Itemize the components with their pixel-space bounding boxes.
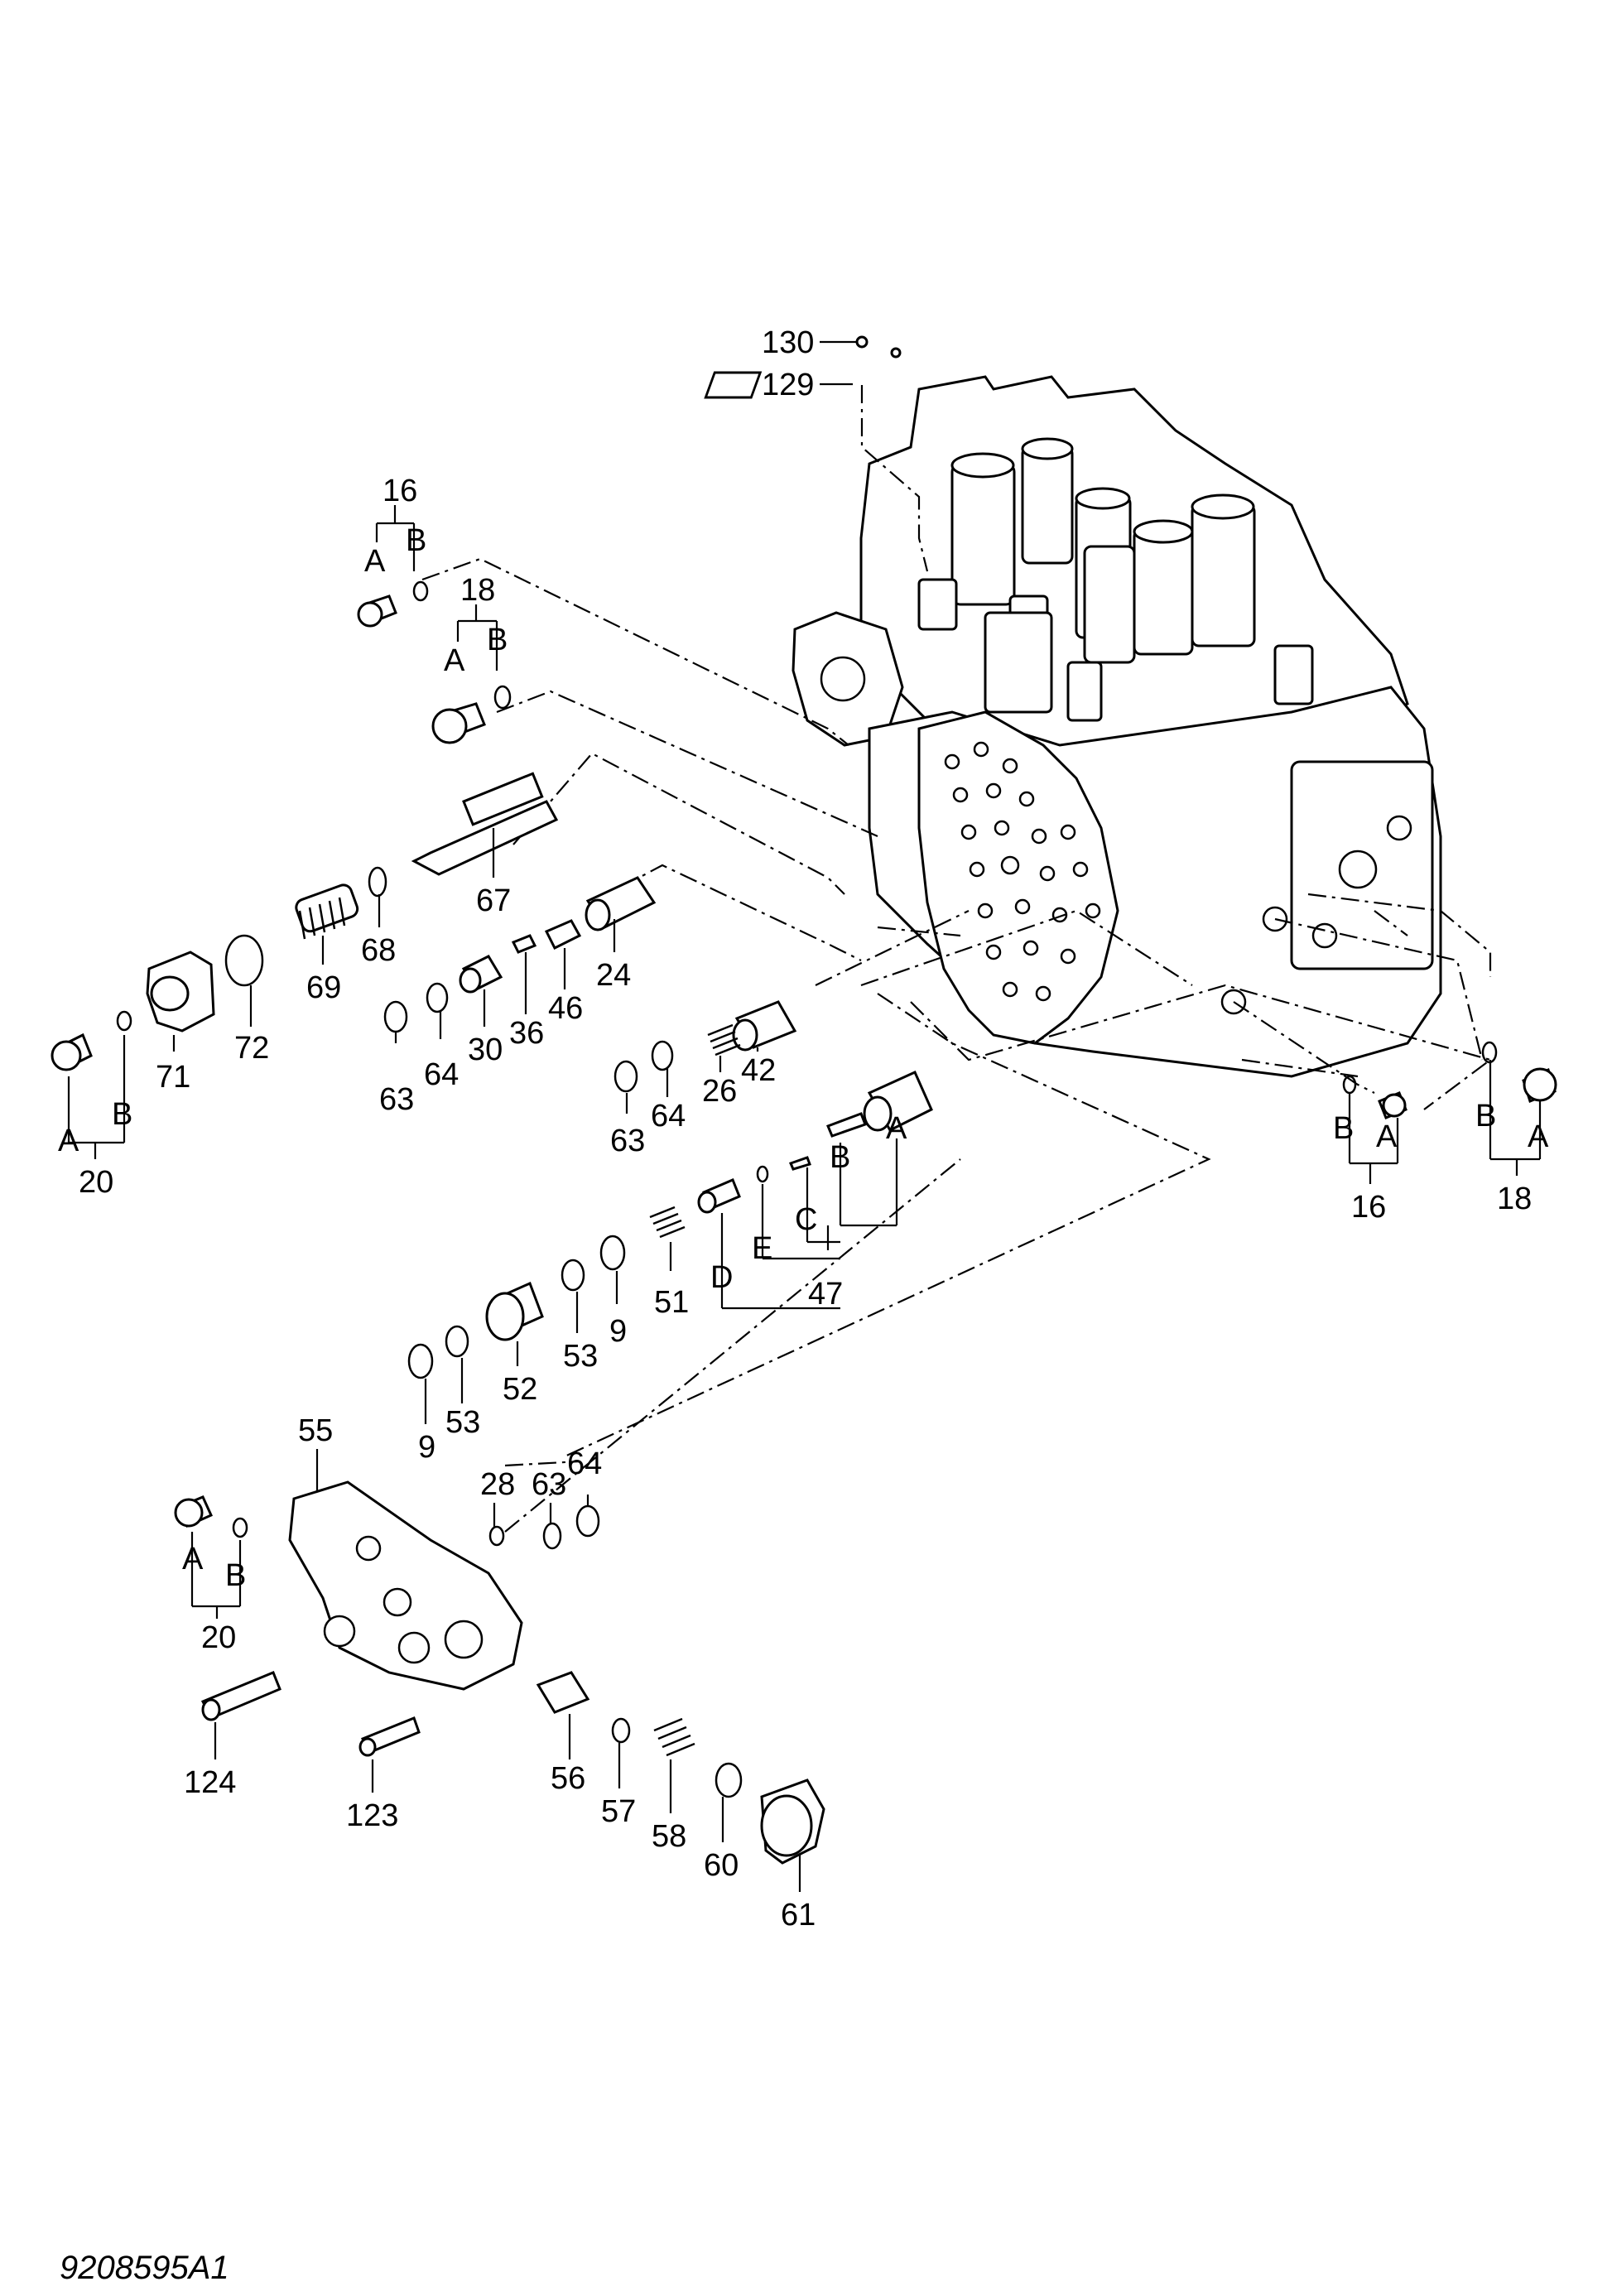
- label-64-upper: 64: [424, 1057, 459, 1092]
- assembly-centerlines: [421, 385, 1493, 1533]
- label-63-upper: 63: [379, 1082, 414, 1117]
- label-58: 58: [652, 1819, 686, 1854]
- label-28: 28: [480, 1467, 515, 1502]
- label-20-lower-a: A: [182, 1542, 204, 1576]
- exploded-parts: [51, 580, 1557, 1865]
- label-64-middle: 64: [651, 1099, 686, 1134]
- label-20: 20: [79, 1165, 113, 1200]
- label-123: 123: [346, 1798, 398, 1833]
- label-57: 57: [601, 1794, 636, 1829]
- label-26: 26: [702, 1074, 737, 1109]
- label-9-upper: 9: [609, 1314, 627, 1349]
- label-24: 24: [596, 958, 631, 993]
- label-47-b: B: [830, 1140, 850, 1175]
- label-20-b: B: [112, 1097, 132, 1132]
- label-51: 51: [654, 1285, 689, 1320]
- label-72: 72: [234, 1031, 269, 1066]
- label-47: 47: [808, 1277, 843, 1312]
- label-42: 42: [741, 1053, 776, 1088]
- label-67: 67: [476, 883, 511, 918]
- label-63-middle: 63: [610, 1124, 645, 1158]
- label-18-right: 18: [1497, 1182, 1532, 1216]
- label-18-right-b: B: [1475, 1099, 1496, 1134]
- label-20-lower-b: B: [225, 1558, 246, 1593]
- label-47-d: D: [710, 1260, 733, 1295]
- label-16-b: B: [406, 523, 426, 558]
- control-valve-body: [704, 335, 1442, 1078]
- part-number-labels: 130 129 16 A B 18 A B 67 24 68 69 72 71 …: [58, 325, 1549, 1933]
- label-16-a: A: [364, 544, 386, 579]
- label-68: 68: [361, 933, 396, 968]
- label-130: 130: [762, 325, 814, 360]
- label-64-lower: 64: [567, 1446, 602, 1481]
- label-53-lower: 53: [445, 1405, 480, 1440]
- label-16-right: 16: [1351, 1190, 1386, 1225]
- label-47-c: C: [795, 1202, 817, 1237]
- label-129: 129: [762, 368, 814, 402]
- label-20-lower: 20: [201, 1620, 236, 1655]
- bolt-pattern: [944, 741, 1101, 1002]
- label-56: 56: [551, 1761, 585, 1796]
- label-16: 16: [383, 474, 417, 508]
- leader-lines: [67, 340, 1542, 1892]
- label-30: 30: [468, 1032, 503, 1067]
- label-9-lower: 9: [418, 1430, 435, 1465]
- label-53-upper: 53: [563, 1339, 598, 1374]
- label-36: 36: [509, 1016, 544, 1051]
- label-61: 61: [781, 1898, 816, 1933]
- label-18-b: B: [487, 623, 508, 657]
- label-18-a: A: [444, 643, 465, 678]
- label-18: 18: [460, 573, 495, 608]
- label-20-a: A: [58, 1124, 79, 1158]
- label-52: 52: [503, 1372, 537, 1407]
- label-55: 55: [298, 1413, 333, 1448]
- label-71: 71: [156, 1060, 190, 1095]
- label-69: 69: [306, 970, 341, 1005]
- label-124: 124: [184, 1765, 236, 1800]
- label-18-right-a: A: [1528, 1119, 1549, 1154]
- label-16-right-b: B: [1333, 1111, 1354, 1146]
- label-47-e: E: [752, 1231, 772, 1266]
- label-46: 46: [548, 991, 583, 1026]
- label-63-lower: 63: [532, 1467, 566, 1502]
- label-47-a: A: [886, 1111, 907, 1146]
- document-id: 9208595A1: [60, 2250, 229, 2286]
- label-16-right-a: A: [1376, 1119, 1398, 1154]
- label-60: 60: [704, 1848, 739, 1883]
